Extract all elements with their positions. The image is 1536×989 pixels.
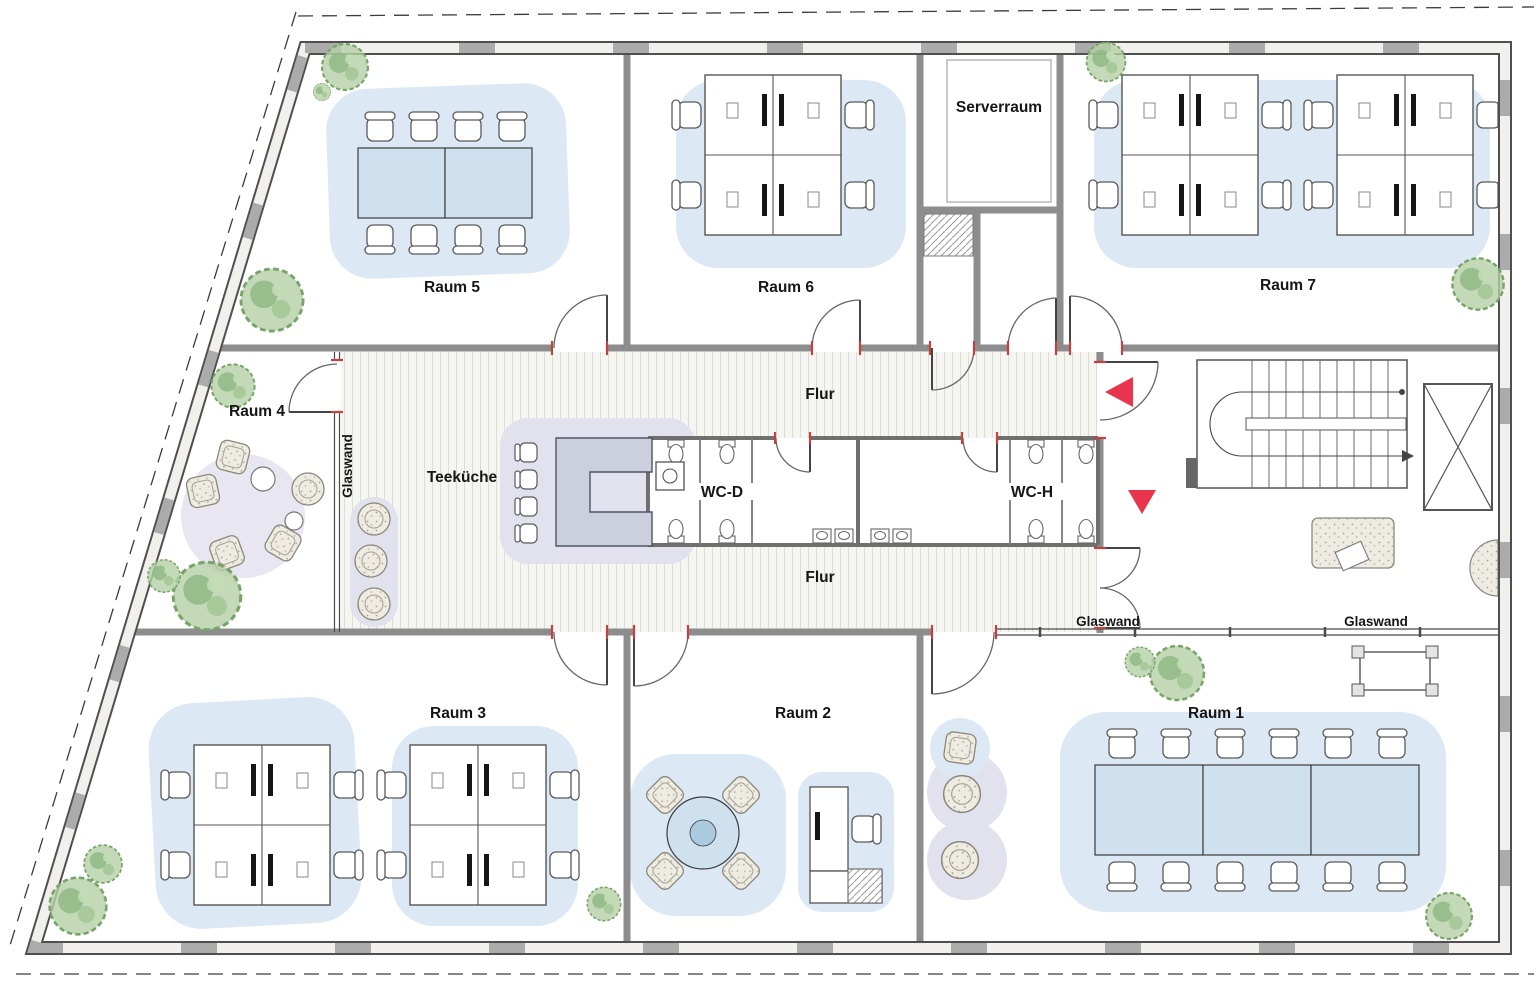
elevator <box>1423 383 1493 511</box>
door-swings <box>288 294 1159 695</box>
label-wc-h: WC-H <box>1011 484 1053 501</box>
label-glaswand-raum4: Glaswand <box>340 434 355 498</box>
raum5-conference-table <box>357 111 533 255</box>
label-raum-3: Raum 3 <box>430 705 486 722</box>
room-labels: Raum 5 Raum 6 Serverraum Raum 7 Raum 4 T… <box>229 99 1408 722</box>
label-teekueche: Teeküche <box>427 469 498 486</box>
raum4-lounge <box>184 438 325 573</box>
entrance-arrow-down <box>1128 490 1156 514</box>
glass-walls <box>333 352 1505 637</box>
label-serverraum: Serverraum <box>956 99 1042 116</box>
label-flur-bottom: Flur <box>805 569 834 586</box>
corridor-poufs <box>354 502 391 621</box>
teekueche-kitchen <box>514 437 685 547</box>
door-jamb-marks <box>331 341 1124 639</box>
label-raum-6: Raum 6 <box>758 279 814 296</box>
raum1-conference <box>940 645 1439 892</box>
lobby-bench <box>1311 517 1499 597</box>
label-raum-7: Raum 7 <box>1260 277 1316 294</box>
raum2-meeting <box>643 773 883 904</box>
label-glaswand-right: Glaswand <box>1344 614 1408 629</box>
serverraum-rack <box>923 59 1052 257</box>
label-glaswand-mid: Glaswand <box>1076 614 1140 629</box>
stairwell <box>1186 359 1414 489</box>
label-raum-2: Raum 2 <box>775 705 831 722</box>
site-boundary-lines <box>7 6 1535 975</box>
label-raum-5: Raum 5 <box>424 279 480 296</box>
entrance-arrows <box>1105 377 1156 514</box>
wc-block <box>646 436 1100 547</box>
entrance-arrow-left <box>1105 377 1133 407</box>
label-flur-top: Flur <box>805 386 834 403</box>
label-raum-4: Raum 4 <box>229 403 285 420</box>
label-wc-d: WC-D <box>701 484 743 501</box>
label-raum-1: Raum 1 <box>1188 705 1244 722</box>
